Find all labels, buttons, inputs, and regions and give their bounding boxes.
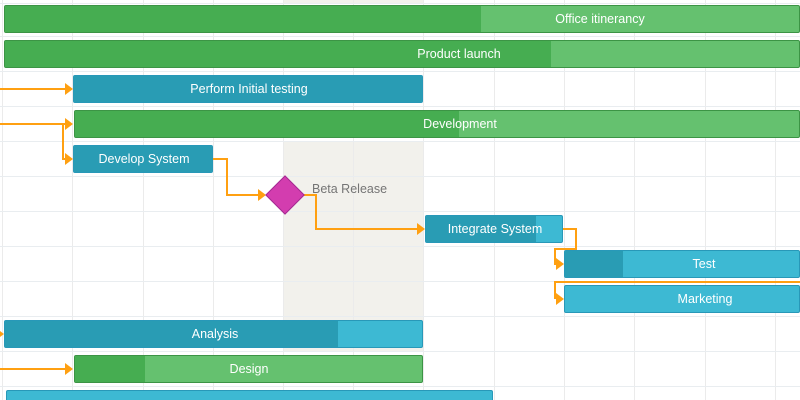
task-bar-label: Development [423,117,497,131]
link-arrow-icon [65,83,73,95]
grid-row-line [0,246,800,247]
grid-row-line [0,36,800,37]
link-segment [315,228,417,230]
link-arrow-icon [258,189,266,201]
link-segment [0,368,66,370]
grid-column-line [72,0,73,400]
grid-row-line [0,106,800,107]
task-progress-fill [426,216,536,242]
link-segment [575,228,577,249]
link-arrow-icon [417,223,425,235]
task-bar-label: Integrate System [447,222,543,236]
task-bar-label: Test [692,257,716,271]
link-arrow-icon [65,363,73,375]
grid-column-line [213,0,214,400]
task-progress-fill [5,321,338,347]
grid-column-line [634,0,635,400]
task-bar-development[interactable]: Development [74,110,800,138]
grid-row-line [0,351,800,352]
link-arrow-icon [65,118,73,130]
grid-row-line [0,281,800,282]
grid-column-line [705,0,706,400]
milestone-label: Beta Release [312,182,388,196]
link-segment [62,123,64,160]
task-bar-unlabeled-bottom-task[interactable] [6,390,493,400]
link-segment [554,248,556,265]
grid-column-line [143,0,144,400]
task-bar-label: Office itinerancy [555,12,645,26]
grid-row-line [0,386,800,387]
grid-column-line [775,0,776,400]
task-bar-label: Design [229,362,269,376]
link-segment [554,281,800,283]
link-segment [226,158,228,196]
link-segment [554,281,556,299]
task-bar-label: Product launch [417,47,501,61]
link-arrow-icon [0,328,4,340]
link-segment [213,158,227,160]
grid-column-line [494,0,495,400]
link-segment [303,194,317,196]
link-arrow-icon [556,258,564,270]
task-bar-office-itinerancy[interactable]: Office itinerancy [4,5,800,33]
grid-column-line [564,0,565,400]
grid-row-line [0,316,800,317]
grid-row-line [0,176,800,177]
task-bar-label: Perform Initial testing [190,82,308,96]
grid-column-line [2,0,3,400]
link-segment [554,248,577,250]
task-progress-fill [565,251,623,277]
link-segment [315,194,317,230]
task-progress-fill [5,6,481,32]
task-bar-design[interactable]: Design [74,355,423,383]
grid-column-line [423,0,424,400]
task-progress-fill [74,76,422,102]
task-bar-test[interactable]: Test [564,250,800,278]
link-arrow-icon [556,293,564,305]
task-bar-analysis[interactable]: Analysis [4,320,423,348]
task-progress-fill [74,146,212,172]
task-bar-product-launch[interactable]: Product launch [4,40,800,68]
link-segment [62,158,66,160]
task-bar-integrate-system[interactable]: Integrate System [425,215,563,243]
link-arrow-icon [65,153,73,165]
task-progress-fill [75,111,459,137]
task-bar-label: Marketing [677,292,733,306]
grid-row-line [0,3,800,4]
link-segment [0,88,66,90]
grid-row-line [0,141,800,142]
task-bar-develop-system[interactable]: Develop System [73,145,213,173]
link-segment [226,194,258,196]
link-segment [563,228,577,230]
grid-row-line [0,211,800,212]
task-progress-fill [75,356,145,382]
task-progress-fill [5,41,551,67]
grid-row-line [0,71,800,72]
grid-column-line [353,0,354,400]
task-bar-label: Analysis [191,327,239,341]
task-bar-label: Develop System [98,152,190,166]
link-segment [0,123,66,125]
task-bar-marketing[interactable]: Marketing [564,285,800,313]
task-bar-perform-initial-testing[interactable]: Perform Initial testing [73,75,423,103]
